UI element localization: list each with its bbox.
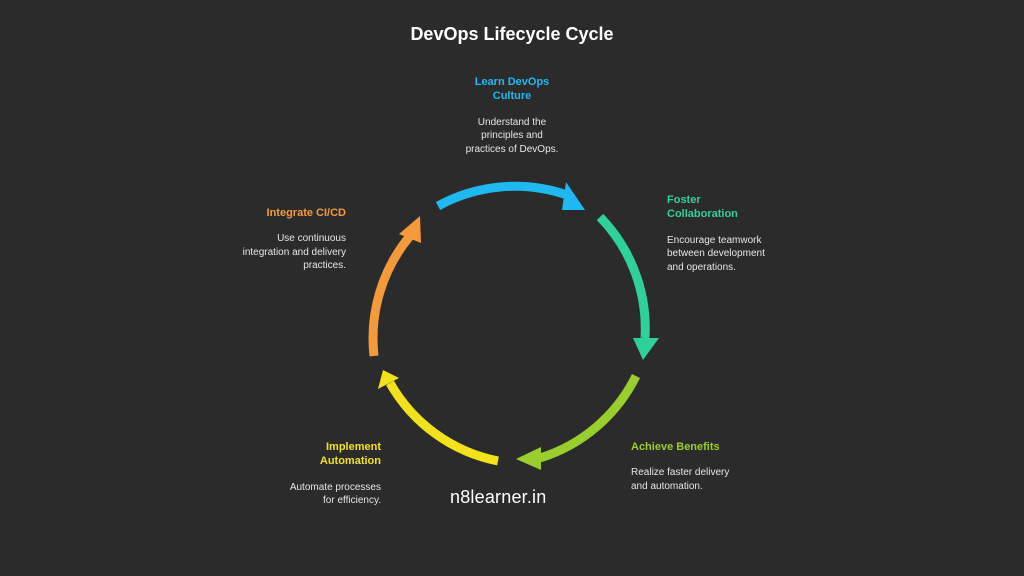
watermark: n8learner.in xyxy=(450,487,547,507)
arc-learn xyxy=(435,181,569,210)
stage-automation-title: Implement Automation xyxy=(319,441,381,468)
arrow-automation xyxy=(378,370,499,466)
arc-integrate xyxy=(368,233,414,357)
arc-foster xyxy=(596,213,650,339)
stage-foster-title: Foster Collaboration xyxy=(667,194,738,221)
stage-foster-description: Encourage teamwork between development a… xyxy=(667,234,765,273)
diagram-title: DevOps Lifecycle Cycle xyxy=(410,24,614,44)
arrow-learn xyxy=(435,181,585,210)
stage-foster: Foster Collaboration Encourage teamwork … xyxy=(667,193,817,274)
stage-learn-title: Learn DevOps Culture xyxy=(474,76,550,103)
arrowhead-learn xyxy=(562,182,585,210)
arrowhead-integrate xyxy=(399,216,421,243)
arrow-integrate xyxy=(368,216,421,357)
stage-integrate-description: Use continuous integration and delivery … xyxy=(242,233,346,272)
arrow-foster xyxy=(596,213,659,360)
arrowhead-automation xyxy=(378,370,399,389)
arc-automation xyxy=(386,380,499,466)
stage-achieve: Achieve Benefits Realize faster delivery… xyxy=(631,440,781,493)
arrow-achieve xyxy=(516,373,641,470)
stage-learn: Learn DevOps Culture Understand the prin… xyxy=(444,75,580,156)
arrowhead-foster xyxy=(633,338,659,360)
stage-automation-description: Automate processes for efficiency. xyxy=(289,481,381,507)
arrowhead-achieve xyxy=(516,447,541,470)
stage-integrate-title: Integrate CI/CD xyxy=(266,207,346,219)
stage-learn-description: Understand the principles and practices … xyxy=(465,116,559,155)
stage-integrate: Integrate CI/CD Use continuous integrati… xyxy=(196,206,346,273)
stage-achieve-description: Realize faster delivery and automation. xyxy=(631,467,730,492)
stage-achieve-title: Achieve Benefits xyxy=(631,441,720,453)
stage-automation: Implement Automation Automate processes … xyxy=(231,440,381,508)
arc-achieve xyxy=(538,373,641,463)
